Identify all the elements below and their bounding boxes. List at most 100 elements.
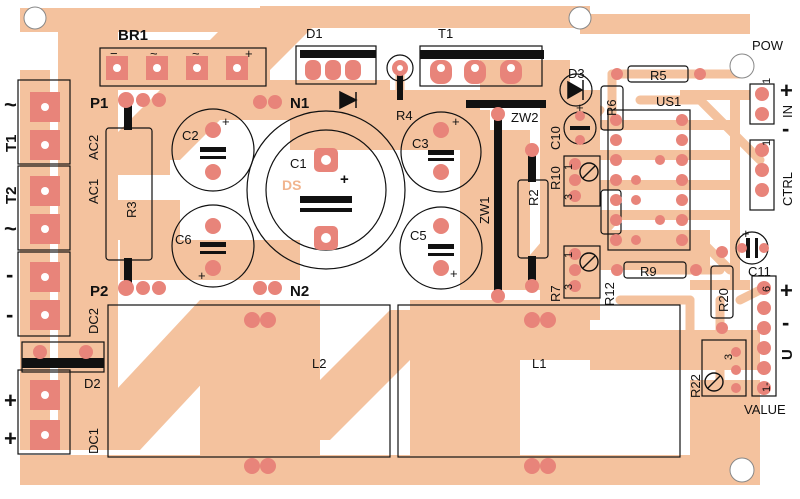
label-t1-side: T1	[3, 134, 20, 152]
pin-1a: 1	[761, 78, 773, 84]
label-d3: D3	[568, 66, 585, 81]
l1-outline	[397, 304, 681, 458]
zw1-bar	[494, 112, 502, 298]
r4-lead	[397, 74, 403, 100]
d1-tab	[300, 50, 376, 58]
silk-bars	[22, 50, 546, 368]
label-r4: R4	[396, 108, 413, 123]
r10-trim-outline	[563, 155, 601, 207]
r3-lead-top	[124, 100, 132, 130]
c3-outline	[400, 111, 482, 193]
r3-lead-bottom	[124, 258, 132, 288]
label-r12: R12	[602, 282, 617, 306]
c5-outline	[399, 206, 483, 290]
sign-plus-c11: +	[742, 226, 750, 241]
label-ctrl: CTRL	[780, 172, 795, 206]
label-r6: R6	[604, 99, 619, 116]
label-dc2: DC2	[86, 308, 101, 334]
c1-outline-outer	[246, 110, 406, 270]
label-r7: R7	[548, 285, 563, 302]
pin-1d: 1	[563, 252, 575, 258]
sign-plus-c3: +	[452, 114, 460, 129]
c6-outline	[171, 204, 255, 288]
label-pow: POW	[752, 38, 784, 53]
cap-symbols	[200, 126, 758, 258]
sign-plus-c1: +	[340, 171, 349, 188]
sign-plus-left-a: +	[4, 388, 17, 413]
r12-outline	[600, 189, 622, 235]
label-l1: L1	[532, 356, 546, 371]
label-r10: R10	[548, 166, 563, 190]
label-us1: US1	[656, 94, 681, 109]
label-br1: BR1	[118, 27, 148, 44]
pin-1b: 1	[761, 140, 773, 146]
label-c3: C3	[412, 136, 429, 151]
t1-tab	[420, 50, 544, 59]
r2-lead-bottom	[528, 256, 536, 288]
label-t1-top: T1	[438, 26, 453, 41]
r6-outline	[600, 85, 624, 131]
pin-3b: 3	[563, 284, 575, 290]
sign-plus-c6: +	[198, 268, 206, 283]
r7-trim-outline	[563, 245, 601, 299]
br1-outline	[99, 47, 267, 87]
sign-plus-left-b: +	[4, 426, 17, 451]
label-l2: L2	[312, 356, 326, 371]
label-ds: DS	[282, 177, 301, 193]
pin-3a: 3	[563, 194, 575, 200]
ctrl-header-outline	[749, 139, 775, 211]
d1-outline	[295, 45, 377, 85]
label-n2: N2	[290, 283, 309, 300]
r5-outline	[627, 65, 689, 83]
label-p2: P2	[90, 283, 108, 300]
sign-minus-pow: -	[782, 116, 789, 141]
d3-outline	[559, 73, 593, 107]
sign-tilde-left-b: ~	[4, 216, 17, 241]
label-n1: N1	[290, 95, 309, 112]
pin-1neg: 1-	[761, 382, 773, 392]
label-in: IN	[780, 105, 795, 118]
sign-tilde-left-a: ~	[4, 92, 17, 117]
label-ac1: AC1	[86, 179, 101, 204]
terminal-dc1-outline	[17, 369, 71, 455]
label-br1-tilde-b: ~	[192, 46, 200, 61]
sign-plus-pow: +	[780, 78, 793, 103]
label-c11: C11	[748, 264, 771, 279]
sign-plus-c2: +	[222, 114, 230, 129]
sign-plus-c5: +	[450, 266, 458, 281]
us1-outline	[607, 109, 691, 251]
label-br1-plus: +	[245, 46, 253, 61]
label-br1-tilde-a: ~	[150, 46, 158, 61]
label-ac2: AC2	[86, 135, 101, 160]
r22-trim-outline	[701, 339, 747, 397]
pad-holes	[41, 64, 515, 439]
value-header-outline	[751, 275, 777, 397]
label-u: U	[779, 349, 796, 360]
d2-band	[22, 358, 104, 368]
sign-plus-c10: +	[576, 100, 584, 115]
silkscreen	[17, 45, 777, 458]
label-r9: R9	[640, 264, 657, 279]
label-r20: R20	[716, 288, 731, 312]
label-r2: R2	[526, 189, 541, 206]
labels: BR1 − ~ ~ + D1 T1 POW P1 N1 P2 N2 C1 DS …	[3, 26, 796, 454]
sign-minus-left-b: -	[6, 302, 13, 327]
zw2-bar	[466, 100, 546, 108]
d2-outline	[21, 341, 105, 373]
r20-outline	[710, 265, 734, 319]
pin-1c: 1	[563, 164, 575, 170]
pin-6: 6	[761, 286, 773, 292]
label-c2: C2	[182, 128, 199, 143]
diode-symbols	[339, 80, 584, 110]
pow-header-outline	[749, 83, 775, 125]
label-zw1: ZW1	[477, 197, 492, 224]
terminal-dc2-outline	[17, 251, 71, 337]
label-r3: R3	[124, 201, 139, 218]
sign-minus-left-a: -	[6, 262, 13, 287]
terminal-t1-outline	[17, 79, 71, 165]
label-dc1: DC1	[86, 428, 101, 454]
label-d1: D1	[306, 26, 323, 41]
label-t2-side: T2	[3, 186, 20, 204]
label-r22: R22	[688, 374, 703, 398]
